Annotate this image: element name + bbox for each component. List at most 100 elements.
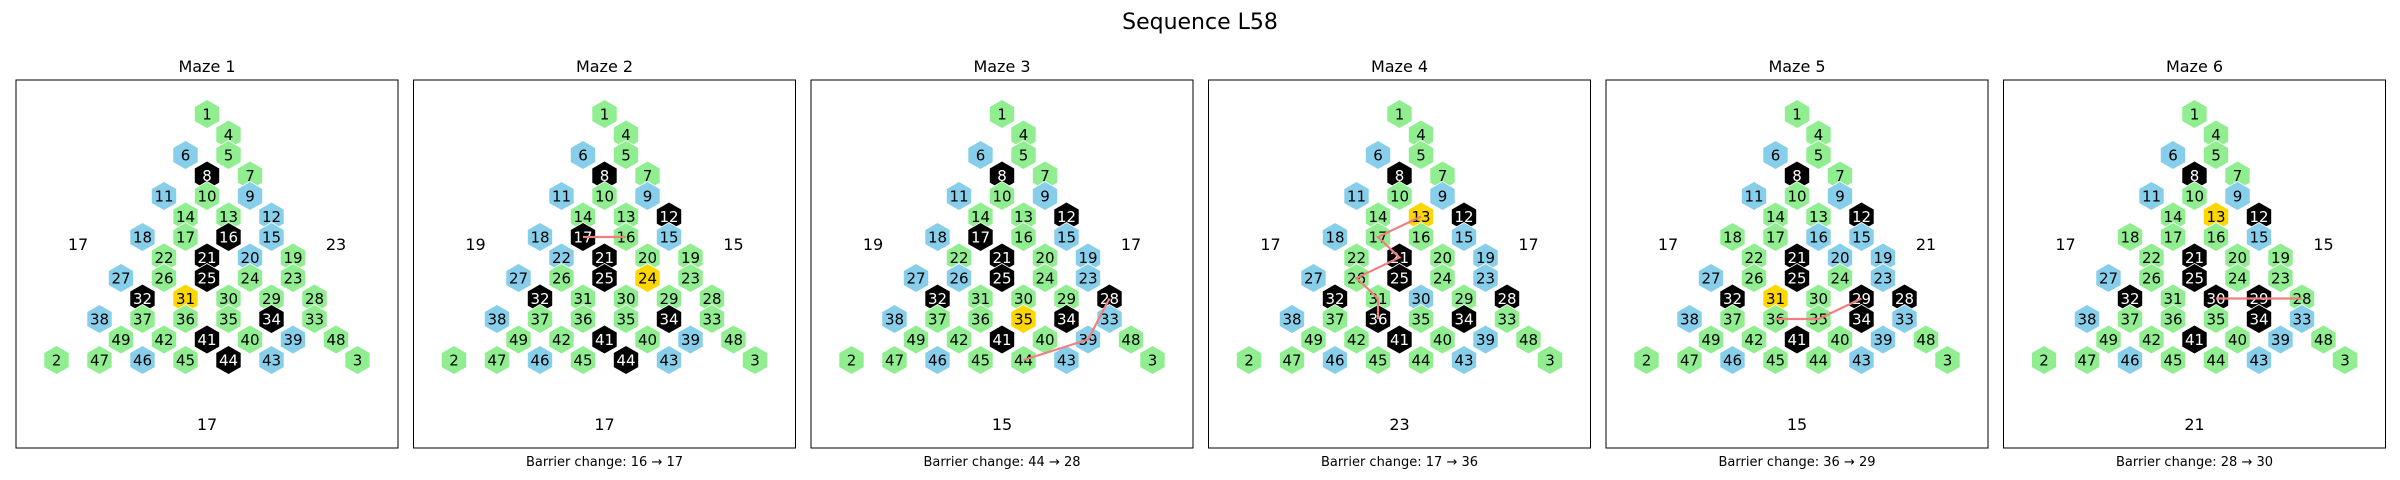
maze-frame xyxy=(1208,79,1591,449)
hex-label-25: 25 xyxy=(595,270,614,288)
hex-cell-24 xyxy=(634,263,661,293)
hex-label-4: 4 xyxy=(2211,126,2221,144)
hex-label-22: 22 xyxy=(1744,249,1763,267)
hex-label-45: 45 xyxy=(971,352,990,370)
hex-label-39: 39 xyxy=(283,331,302,349)
hex-label-43: 43 xyxy=(2249,352,2268,370)
hex-cell-34 xyxy=(1053,304,1080,334)
hex-label-46: 46 xyxy=(133,352,152,370)
side-left-label: 17 xyxy=(2055,235,2075,254)
hex-label-21: 21 xyxy=(595,249,614,267)
hex-label-28: 28 xyxy=(1895,290,1914,308)
hex-label-49: 49 xyxy=(1304,331,1323,349)
figure-title: Sequence L58 xyxy=(1122,10,1278,35)
hex-label-43: 43 xyxy=(1454,352,1473,370)
hex-cell-46 xyxy=(1719,345,1746,375)
hex-label-22: 22 xyxy=(2142,249,2161,267)
hex-cell-43 xyxy=(1053,345,1080,375)
hex-cell-49 xyxy=(1698,324,1724,355)
hex-label-31: 31 xyxy=(2163,290,2182,308)
hex-cell-37 xyxy=(1719,304,1746,334)
hex-cell-41 xyxy=(1386,324,1413,355)
route-path xyxy=(1354,215,1422,319)
hex-label-35: 35 xyxy=(1014,311,1033,329)
maze-title: Maze 4 xyxy=(1371,57,1428,76)
hex-cell-10 xyxy=(1386,181,1413,211)
hex-label-18: 18 xyxy=(2120,229,2139,247)
hex-cell-16 xyxy=(215,222,242,252)
hex-cell-36 xyxy=(570,304,596,334)
maze-title: Maze 1 xyxy=(178,57,235,76)
hex-cell-43 xyxy=(656,345,682,375)
side-left-label: 17 xyxy=(1658,235,1678,254)
hex-label-47: 47 xyxy=(1282,352,1301,370)
hex-label-38: 38 xyxy=(487,311,506,329)
hex-cell-45 xyxy=(570,345,596,375)
hex-cell-44 xyxy=(613,345,639,375)
barrier-change-caption: Barrier change: 17 → 36 xyxy=(1321,455,1478,470)
hex-cell-16 xyxy=(2202,222,2230,252)
bottom-label: 21 xyxy=(2184,415,2204,434)
hex-cell-27 xyxy=(1300,263,1327,293)
hex-cell-48 xyxy=(2310,324,2337,355)
hex-cell-34 xyxy=(1848,304,1875,334)
hex-label-3: 3 xyxy=(353,352,363,370)
side-left-label: 19 xyxy=(465,235,485,254)
hex-label-14: 14 xyxy=(2163,208,2182,226)
hex-label-48: 48 xyxy=(2314,331,2333,349)
hex-label-3: 3 xyxy=(2340,352,2350,370)
hex-cell-23 xyxy=(1472,263,1499,293)
hex-cell-25 xyxy=(1386,263,1413,293)
hex-cell-25 xyxy=(989,263,1015,293)
hex-cell-37 xyxy=(924,304,951,334)
hex-label-35: 35 xyxy=(219,311,238,329)
hex-cell-46 xyxy=(129,345,156,375)
hex-label-20: 20 xyxy=(1035,249,1054,267)
hex-label-25: 25 xyxy=(2185,270,2204,288)
maze-frame xyxy=(2003,79,2386,449)
hex-label-26: 26 xyxy=(154,270,173,288)
hex-label-23: 23 xyxy=(2271,270,2290,288)
hex-label-38: 38 xyxy=(1282,311,1301,329)
hex-label-45: 45 xyxy=(2163,352,2182,370)
hex-cell-40 xyxy=(236,324,264,355)
hex-label-16: 16 xyxy=(1411,229,1430,247)
hex-label-11: 11 xyxy=(949,188,968,206)
hex-cell-44 xyxy=(215,345,242,375)
hex-label-24: 24 xyxy=(1830,270,1849,288)
hex-cell-5 xyxy=(1408,140,1434,170)
hex-cell-38 xyxy=(1676,304,1703,334)
hex-cell-41 xyxy=(193,324,221,355)
hex-label-41: 41 xyxy=(1390,331,1409,349)
hex-label-32: 32 xyxy=(530,290,549,308)
hex-label-4: 4 xyxy=(1416,126,1426,144)
hex-cell-38 xyxy=(881,304,908,334)
hex-label-32: 32 xyxy=(133,290,152,308)
hex-label-37: 37 xyxy=(133,311,152,329)
hex-cell-23 xyxy=(1075,263,1101,293)
hex-label-37: 37 xyxy=(2120,311,2139,329)
hex-cell-18 xyxy=(1719,222,1746,252)
hex-cell-6 xyxy=(570,140,596,170)
hex-cell-9 xyxy=(634,181,661,211)
hex-label-35: 35 xyxy=(616,311,635,329)
hex-label-4: 4 xyxy=(621,126,631,144)
maze-title: Maze 3 xyxy=(973,57,1030,76)
hex-cell-35 xyxy=(613,304,639,334)
hex-label-26: 26 xyxy=(2142,270,2161,288)
hex-cell-15 xyxy=(1451,222,1477,252)
hex-cell-16 xyxy=(1408,222,1434,252)
hex-label-5: 5 xyxy=(224,147,234,165)
hex-label-47: 47 xyxy=(2077,352,2096,370)
bottom-label: 15 xyxy=(1787,415,1807,434)
hex-label-15: 15 xyxy=(659,229,678,247)
barrier-change-caption: Barrier change: 28 → 30 xyxy=(2116,455,2273,470)
hex-cell-24 xyxy=(1429,263,1456,293)
hex-label-7: 7 xyxy=(2233,167,2243,185)
hex-cell-3 xyxy=(1934,345,1961,375)
hex-cell-11 xyxy=(548,181,575,211)
hex-label-3: 3 xyxy=(750,352,760,370)
hex-cell-40 xyxy=(2224,324,2251,355)
hex-label-45: 45 xyxy=(573,352,592,370)
